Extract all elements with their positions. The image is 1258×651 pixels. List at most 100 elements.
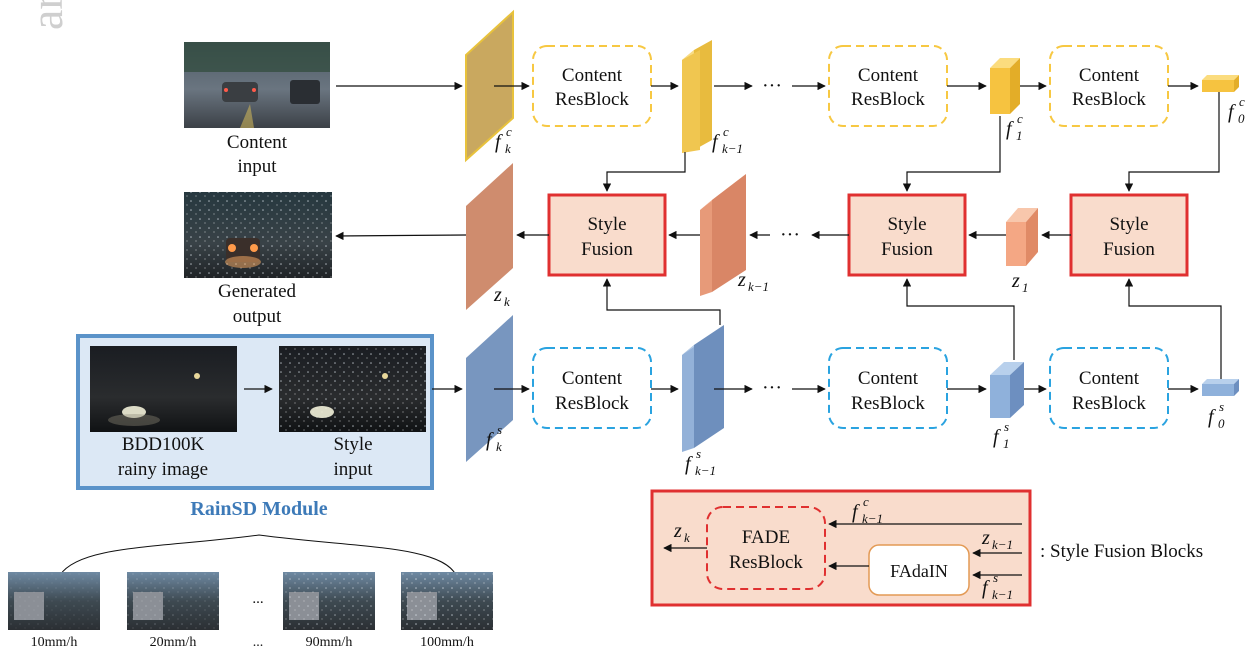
legend-arrows <box>663 519 1022 580</box>
svg-text:f: f <box>1228 101 1236 123</box>
content-resblock-1-label-1: Content <box>858 65 919 86</box>
legend-label-fs-k1: f s k−1 <box>982 570 1013 602</box>
content-resblock-1 <box>828 45 948 127</box>
svg-text:f: f <box>685 453 693 475</box>
label-fc-k1: f c k−1 <box>712 124 743 156</box>
svg-text:f: f <box>993 426 1001 448</box>
svg-text:s: s <box>1004 419 1009 434</box>
content-resblock-k-label-1: Content <box>562 65 623 86</box>
label-z-k1: z k−1 <box>737 269 769 294</box>
label-fs-0: f s 0 <box>1208 399 1225 431</box>
thumbnail-label-20mm: 20mm/h <box>150 635 197 650</box>
svg-text:z: z <box>493 284 502 306</box>
style-resblock-1 <box>828 347 948 429</box>
svg-text:k−1: k−1 <box>748 279 769 294</box>
thumbnail-100mm <box>401 572 493 630</box>
svg-text:k: k <box>496 439 502 454</box>
fadain-label: FAdaIN <box>890 561 948 581</box>
thumbnail-20mm <box>127 572 219 630</box>
thumbnail-mid-dots: ... <box>252 591 263 607</box>
svg-text:f: f <box>712 131 720 153</box>
style-input-label-1: Style <box>333 434 372 455</box>
thumbnail-label-100mm: 100mm/h <box>420 635 474 650</box>
legend-label-z-k: z k <box>673 520 690 545</box>
feature-map-fc-k1 <box>682 40 712 153</box>
svg-text:1: 1 <box>1003 436 1010 451</box>
content-resblock-k-label-2: ResBlock <box>555 89 629 110</box>
svg-text:0: 0 <box>1218 416 1225 431</box>
label-fc-1: f c 1 <box>1006 111 1023 143</box>
style-fusion-0 <box>1069 193 1189 277</box>
label-fc-0: f c 0 <box>1228 94 1245 126</box>
content-resblock-0-label-2: ResBlock <box>1072 89 1146 110</box>
label-fs-k1: f s k−1 <box>685 446 716 478</box>
style-fusion-1 <box>847 193 967 277</box>
content-input-image <box>184 42 330 128</box>
feature-map-fc-k <box>465 9 514 163</box>
style-resblock-0-label-2: ResBlock <box>1072 393 1146 414</box>
legend-label-z-k1: z k−1 <box>981 527 1013 552</box>
feature-map-fs-0 <box>1202 379 1239 396</box>
content-to-fusion-arrows <box>602 92 1220 192</box>
thumbnail-label-10mm: 10mm/h <box>31 635 78 650</box>
fusion-row-arrows <box>335 230 1071 241</box>
style-to-fusion-arrows <box>602 278 1222 380</box>
fusion-row-ellipsis: ··· <box>780 224 800 246</box>
style-resblock-k <box>532 347 652 429</box>
style-resblock-0-label-1: Content <box>1079 368 1140 389</box>
feature-map-fc-0 <box>1202 75 1239 92</box>
svg-text:f: f <box>495 131 503 153</box>
generated-output-label-1: Generated <box>218 281 297 302</box>
svg-text:z: z <box>673 520 682 542</box>
content-resblock-k <box>532 45 652 127</box>
watermark-text: ar <box>21 0 72 30</box>
svg-text:f: f <box>982 577 990 599</box>
style-input-label-2: input <box>333 459 373 480</box>
svg-text:c: c <box>1239 94 1245 109</box>
svg-text:f: f <box>486 429 494 451</box>
label-z-k: z k <box>493 284 510 309</box>
label-fs-1: f s 1 <box>993 419 1010 451</box>
thumbnail-label-90mm: 90mm/h <box>306 635 353 650</box>
content-input-label-1: Content <box>227 132 288 153</box>
svg-text:z: z <box>737 269 746 291</box>
label-z-1: z 1 <box>1011 270 1029 295</box>
svg-text:k−1: k−1 <box>695 463 716 478</box>
fadain-block <box>868 544 970 596</box>
style-input-image <box>279 346 426 432</box>
svg-text:f: f <box>852 501 860 523</box>
svg-text:s: s <box>497 422 502 437</box>
svg-text:c: c <box>506 124 512 139</box>
content-input-label-2: input <box>237 156 277 177</box>
svg-text:k−1: k−1 <box>992 587 1013 602</box>
feature-map-fs-1 <box>990 362 1024 418</box>
svg-text:k: k <box>504 294 510 309</box>
module-brace <box>59 534 457 576</box>
svg-text:c: c <box>1017 111 1023 126</box>
legend-label-fc-k1: f c k−1 <box>852 494 883 526</box>
style-fusion-1-label-2: Fusion <box>881 239 933 260</box>
thumbnail-90mm <box>283 572 375 630</box>
svg-text:s: s <box>696 446 701 461</box>
svg-text:f: f <box>1006 118 1014 140</box>
svg-text:k: k <box>505 141 511 156</box>
rainsd-module-title: RainSD Module <box>190 498 327 520</box>
bdd100k-image <box>90 346 237 432</box>
style-fusion-0-label-1: Style <box>1109 214 1148 235</box>
svg-text:z: z <box>1011 270 1020 292</box>
style-resblock-0 <box>1049 347 1169 429</box>
svg-text:k−1: k−1 <box>992 537 1013 552</box>
feature-map-fs-k1 <box>682 325 724 452</box>
label-fc-k: f c k <box>495 124 512 156</box>
svg-text:1: 1 <box>1022 280 1029 295</box>
style-row-ellipsis: ··· <box>762 377 782 399</box>
feature-map-z-1 <box>1006 208 1038 266</box>
thumbnail-label-dots: ... <box>253 635 264 650</box>
style-resblock-1-label-1: Content <box>858 368 919 389</box>
fade-resblock <box>706 506 826 590</box>
feature-map-z-k <box>466 163 513 310</box>
svg-text:c: c <box>723 124 729 139</box>
style-fusion-k-label-2: Fusion <box>581 239 633 260</box>
svg-text:k−1: k−1 <box>862 511 883 526</box>
